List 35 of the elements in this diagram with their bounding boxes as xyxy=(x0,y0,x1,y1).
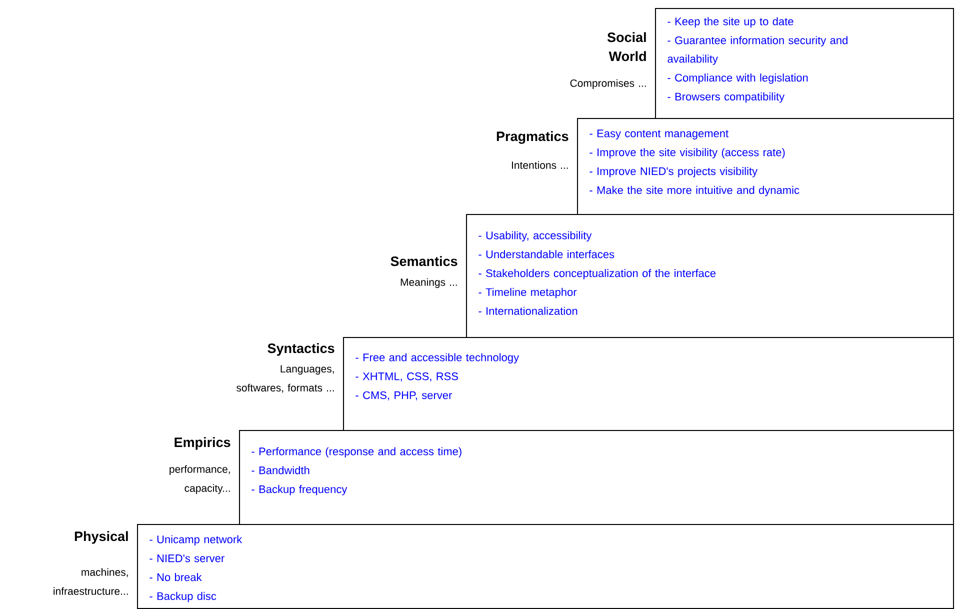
level-description: Meanings ... xyxy=(400,278,457,288)
list-item: - NIED's server xyxy=(150,554,224,562)
list-item: - Usability, accessibility xyxy=(478,231,592,242)
list-item: - Compliance with legislation xyxy=(668,74,808,84)
list-item: - Stakeholders conceptualization of the interface xyxy=(478,269,716,280)
list-item: - Improve NIED's projects visibility xyxy=(590,167,758,178)
list-item: - Backup disc xyxy=(150,592,216,602)
level-heading: Syntactics xyxy=(268,343,334,356)
level-heading: Empirics xyxy=(174,437,230,450)
list-item: - Keep the site up to date xyxy=(668,17,794,28)
level-heading: Social World xyxy=(607,32,646,62)
list-item: - Improve the site visibility (access rate) xyxy=(590,148,785,158)
level-heading: Physical xyxy=(74,531,128,544)
list-item: - Bandwidth xyxy=(252,466,310,474)
level-description: Compromises ... xyxy=(570,79,646,89)
list-item: - Unicamp network xyxy=(150,535,242,546)
list-item: - XHTML, CSS, RSS xyxy=(356,372,458,382)
level-description: performance, capacity... xyxy=(170,465,230,494)
list-item: - Guarantee information security and availability xyxy=(668,36,848,65)
level-heading: Semantics xyxy=(390,256,458,266)
list-item: - Internationalization xyxy=(478,306,578,315)
level-heading: Pragmatics xyxy=(496,131,568,144)
list-item: - CMS, PHP, server xyxy=(356,391,452,400)
list-item: - Easy content management xyxy=(590,130,728,140)
list-item: - Make the site more intuitive and dynamic xyxy=(590,186,800,196)
list-item: - Free and accessible technology xyxy=(356,353,520,364)
list-item: - Timeline metaphor xyxy=(478,288,577,298)
level-description: machines, infraestructure... xyxy=(54,568,128,595)
level-description: Intentions ... xyxy=(512,161,568,169)
list-item: - No break xyxy=(150,573,202,582)
list-item: - Understandable interfaces xyxy=(478,250,614,258)
list-item: - Browsers compatibility xyxy=(668,92,785,103)
list-item: - Backup frequency xyxy=(252,485,348,496)
list-item: - Performance (response and access time) xyxy=(252,447,462,458)
level-description: Languages, softwares, formats ... xyxy=(236,365,334,393)
